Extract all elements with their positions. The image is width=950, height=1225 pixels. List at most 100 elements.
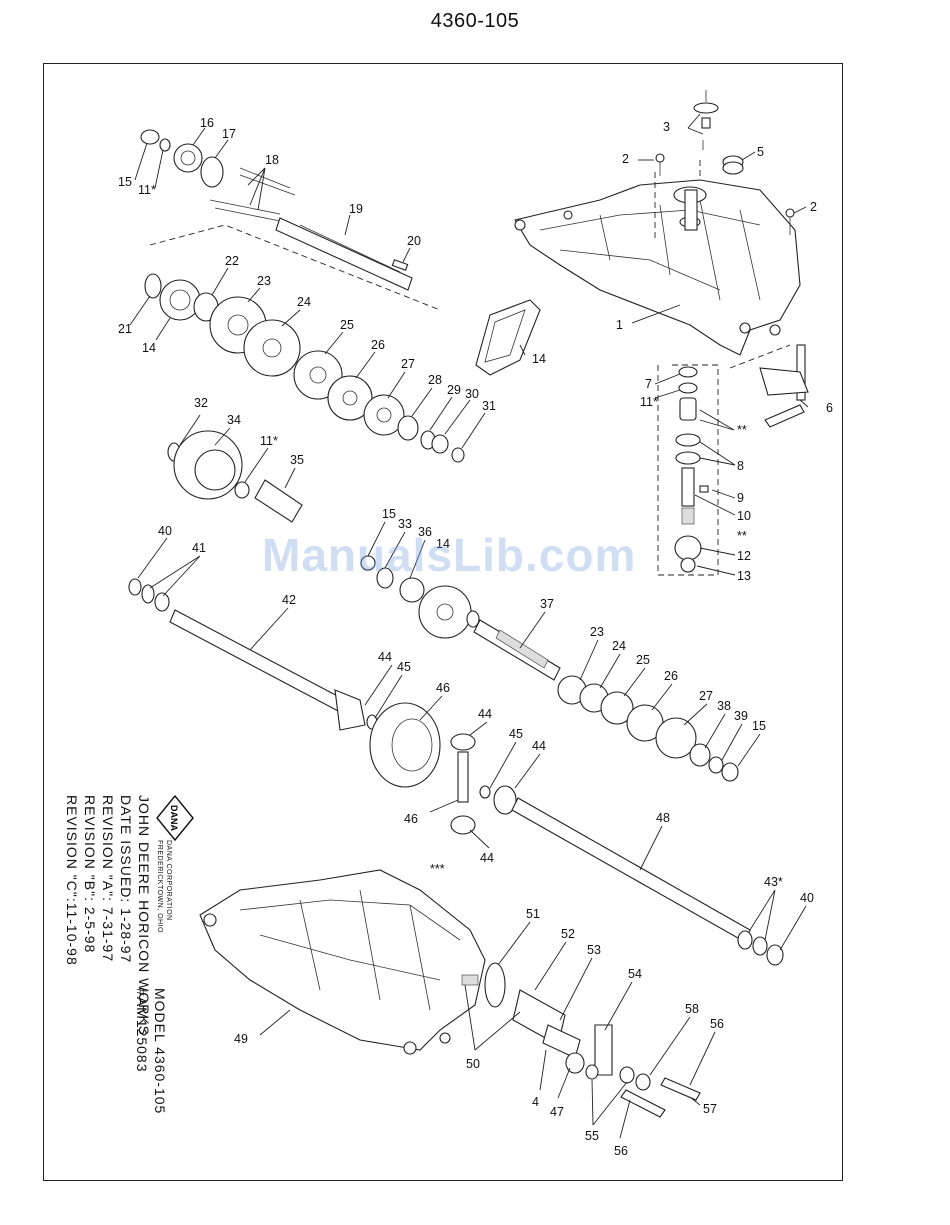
company-line2: FREDERICKTOWN, OHIO (156, 840, 163, 933)
label-11c: 11* (640, 395, 658, 409)
label-14a: 14 (142, 341, 156, 355)
label-40b: 40 (800, 891, 814, 905)
label-53: 53 (587, 943, 601, 957)
label-28: 28 (428, 373, 442, 387)
label-44d: 44 (480, 851, 494, 865)
label-54: 54 (628, 967, 642, 981)
drive-chain (475, 299, 541, 376)
label-44c: 44 (532, 739, 546, 753)
part-labels: 3 2 5 2 1 7 11* ** 8 9 10 ** 12 13 6 15 … (118, 116, 833, 1158)
label-5: 5 (757, 145, 764, 159)
label-10: 10 (737, 509, 751, 523)
label-38: 38 (717, 699, 731, 713)
revision-c: REVISION "C":11-10-98 (64, 795, 80, 966)
label-23b: 23 (590, 625, 604, 639)
label-25b: 25 (636, 653, 650, 667)
revision-a: REVISION "A": 7-31-97 (100, 795, 116, 963)
part-3-screws (693, 90, 719, 150)
label-44a: 44 (378, 650, 392, 664)
label-9: 9 (737, 491, 744, 505)
svg-text:DANA: DANA (169, 805, 179, 831)
label-14c: 14 (436, 537, 450, 551)
label-25a: 25 (340, 318, 354, 332)
label-13: 13 (737, 569, 751, 583)
label-36: 36 (418, 525, 432, 539)
label-33: 33 (398, 517, 412, 531)
label-55: 55 (585, 1129, 599, 1143)
label-46b: 46 (404, 812, 418, 826)
label-22: 22 (225, 254, 239, 268)
label-45b: 45 (509, 727, 523, 741)
diagram-frame (43, 63, 843, 1181)
upper-housing (514, 179, 801, 356)
label-26a: 26 (371, 338, 385, 352)
label-39: 39 (734, 709, 748, 723)
label-1: 1 (616, 318, 623, 332)
label-17: 17 (222, 127, 236, 141)
label-ss2: ** (737, 529, 747, 543)
label-49: 49 (234, 1032, 248, 1046)
label-32: 32 (194, 396, 208, 410)
label-27b: 27 (699, 689, 713, 703)
label-26b: 26 (664, 669, 678, 683)
label-6: 6 (826, 401, 833, 415)
shaft-19-group (140, 129, 441, 311)
label-42: 42 (282, 593, 296, 607)
label-14b: 14 (532, 352, 546, 366)
parts-7-13-stack (674, 366, 709, 573)
shaft-37-group (360, 555, 739, 782)
label-35: 35 (290, 453, 304, 467)
gear-34-group (167, 430, 303, 523)
label-15c: 15 (752, 719, 766, 733)
label-51: 51 (526, 907, 540, 921)
label-56b: 56 (614, 1144, 628, 1158)
label-46: 46 (436, 681, 450, 695)
date-issued: DATE ISSUED: 1-28-97 (118, 795, 134, 964)
label-3: 3 (663, 120, 670, 134)
label-12: 12 (737, 549, 751, 563)
leader-lines (129, 113, 809, 1139)
company-line1: DANA CORPORATION (165, 840, 172, 921)
label-21: 21 (118, 322, 132, 336)
label-57: 57 (703, 1102, 717, 1116)
label-24b: 24 (612, 639, 626, 653)
label-47: 47 (550, 1105, 564, 1119)
model-label: MODEL 4360-105 (152, 988, 168, 1115)
label-34: 34 (227, 413, 241, 427)
label-20: 20 (407, 234, 421, 248)
label-11a: 11* (138, 183, 156, 197)
label-sss: *** (430, 862, 445, 876)
label-31: 31 (482, 399, 496, 413)
label-8: 8 (737, 459, 744, 473)
works-name: JOHN DEERE HORICON WORKS (136, 795, 152, 1037)
label-41: 41 (192, 541, 206, 555)
page-title: 4360-105 (430, 10, 520, 32)
label-11b: 11* (260, 434, 278, 448)
dana-logo: DANA (156, 794, 194, 842)
label-23a: 23 (257, 274, 271, 288)
lower-housing (199, 869, 486, 1055)
label-7: 7 (645, 377, 652, 391)
label-37: 37 (540, 597, 554, 611)
label-45a: 45 (397, 660, 411, 674)
label-2a: 2 (622, 152, 629, 166)
label-2b: 2 (810, 200, 817, 214)
label-29: 29 (447, 383, 461, 397)
label-18: 18 (265, 153, 279, 167)
label-43: 43* (764, 875, 783, 889)
label-19: 19 (349, 202, 363, 216)
revision-b: REVISION "B": 2-5-98 (82, 795, 98, 954)
label-40a: 40 (158, 524, 172, 538)
label-15b: 15 (382, 507, 396, 521)
label-52: 52 (561, 927, 575, 941)
shaft-42-group (128, 578, 378, 731)
label-27a: 27 (401, 357, 415, 371)
label-16: 16 (200, 116, 214, 130)
label-ss1: ** (737, 423, 747, 437)
label-58: 58 (685, 1002, 699, 1016)
brake-group (461, 962, 701, 1118)
label-56a: 56 (710, 1017, 724, 1031)
label-50: 50 (466, 1057, 480, 1071)
part-6-shift-arm (759, 344, 809, 428)
